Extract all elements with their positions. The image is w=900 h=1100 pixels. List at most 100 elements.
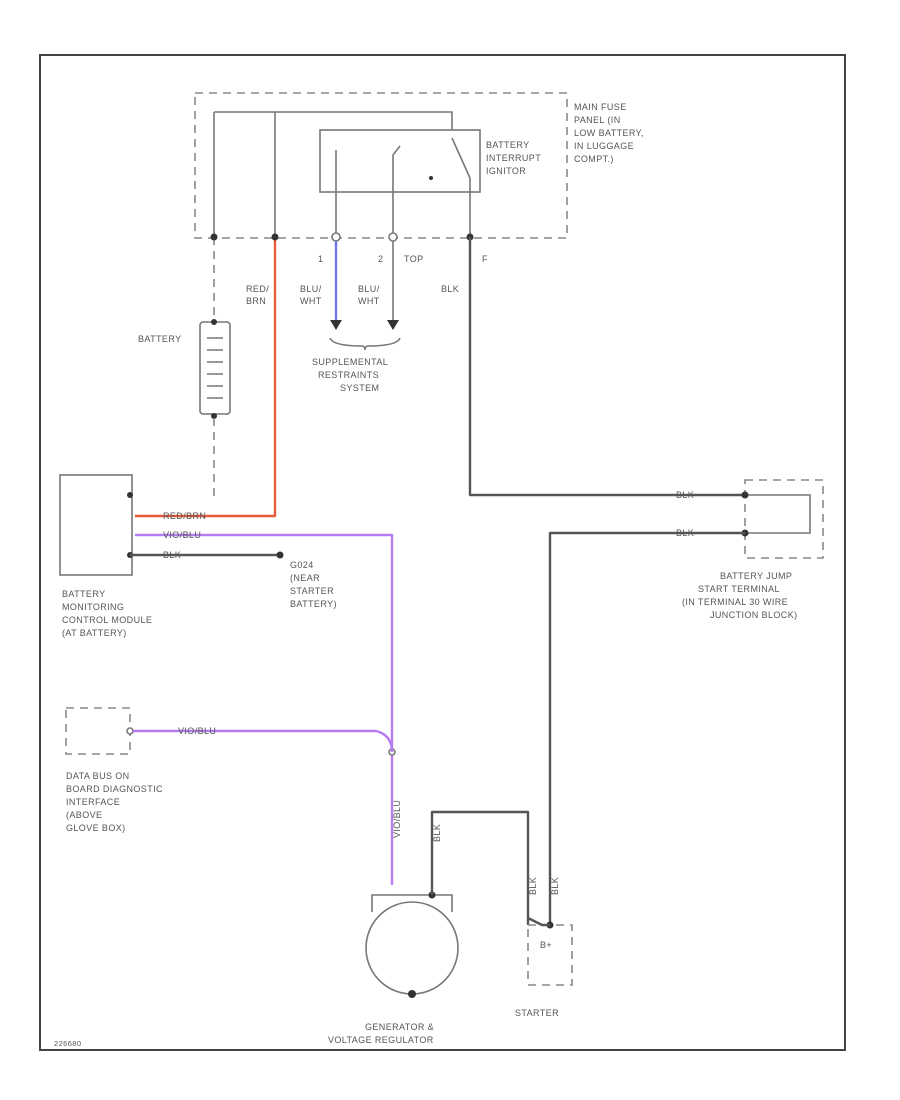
srs-terminal-1 [330, 320, 342, 330]
generator-ground-point [408, 990, 416, 998]
ground-g024-label: G024 (NEAR STARTER BATTERY) [290, 560, 337, 609]
svg-text:DATA BUS ON: DATA BUS ON [66, 771, 130, 781]
blk-wire-fuse-to-jump [468, 237, 745, 497]
blk-wire-jump-to-starter [548, 531, 745, 925]
ignitor-point [429, 176, 433, 180]
ignitor-contact-2 [392, 145, 401, 192]
pin-2-label: 2 [378, 254, 383, 264]
svg-text:BATTERY: BATTERY [62, 589, 105, 599]
starter-b-plus-label: B+ [540, 940, 552, 950]
red-brn-wire-label: RED/ BRN [246, 284, 269, 306]
svg-text:IGNITOR: IGNITOR [486, 166, 526, 176]
pin-f-label: F [482, 254, 488, 264]
fuse-panel-node-red [271, 233, 279, 241]
starter-join [527, 916, 550, 927]
vio-blu-bmc-label: VIO/BLU [163, 530, 201, 540]
srs-bracket [329, 337, 401, 351]
svg-text:VOLTAGE REGULATOR: VOLTAGE REGULATOR [328, 1035, 434, 1045]
starter-blk-label-1: BLK [528, 877, 538, 895]
srs-terminal-2 [387, 320, 399, 330]
diagram-frame [39, 54, 846, 1051]
svg-text:BRN: BRN [246, 296, 266, 306]
ignitor-switch [451, 137, 471, 237]
blu-wht-label-2: BLU/ WHT [358, 284, 380, 306]
connector-pin-2 [388, 232, 398, 242]
battery-interrupt-ignitor [319, 129, 481, 193]
svg-text:MONITORING: MONITORING [62, 602, 124, 612]
starter-blk-label-2: BLK [550, 877, 560, 895]
svg-text:CONTROL MODULE: CONTROL MODULE [62, 615, 152, 625]
battery-label: BATTERY [138, 334, 181, 344]
bmc-label: BATTERY MONITORING CONTROL MODULE (AT BA… [62, 589, 152, 638]
diagram-id: 226680 [54, 1039, 81, 1048]
vio-blu-wire-obd [133, 729, 394, 753]
svg-text:INTERFACE: INTERFACE [66, 797, 120, 807]
main-fuse-panel-label: MAIN FUSE PANEL (IN LOW BATTERY, IN LUGG… [574, 102, 644, 164]
svg-text:BOARD DIAGNOSTIC: BOARD DIAGNOSTIC [66, 784, 163, 794]
svg-text:COMPT.): COMPT.) [574, 154, 614, 164]
srs-label: SUPPLEMENTAL RESTRAINTS SYSTEM [312, 357, 388, 393]
vio-blu-wire-main [135, 533, 394, 885]
bmc-pin-top [127, 492, 133, 498]
blk-fuse-wire-label: BLK [441, 284, 459, 294]
svg-text:SUPPLEMENTAL: SUPPLEMENTAL [312, 357, 388, 367]
svg-text:(NEAR: (NEAR [290, 573, 320, 583]
red-brn-wire [135, 237, 277, 518]
blk-bmc-label: BLK [163, 550, 181, 560]
svg-text:BLU/: BLU/ [300, 284, 322, 294]
blu-wht-label-1: BLU/ WHT [300, 284, 322, 306]
battery-jump-start-label: BATTERY JUMP START TERMINAL (IN TERMINAL… [682, 571, 798, 620]
starter-box [527, 924, 573, 986]
svg-text:START TERMINAL: START TERMINAL [698, 584, 780, 594]
fuse-panel-node-battery [210, 233, 218, 241]
blk-jump-label-1: BLK [676, 490, 694, 500]
vio-blu-vertical-label: VIO/BLU [392, 800, 402, 838]
obd-pin [126, 727, 134, 735]
svg-text:GLOVE BOX): GLOVE BOX) [66, 823, 126, 833]
main-fuse-panel-box [194, 92, 568, 239]
svg-text:STARTER: STARTER [290, 586, 334, 596]
ground-g024-node [276, 551, 284, 559]
svg-text:WHT: WHT [358, 296, 380, 306]
svg-text:BATTERY: BATTERY [486, 140, 529, 150]
battery-monitoring-control-module [59, 474, 133, 576]
generator-voltage-regulator [365, 901, 459, 995]
red-brn-bmc-label: RED/BRN [163, 511, 206, 521]
battery-interrupt-ignitor-label: BATTERY INTERRUPT IGNITOR [486, 140, 541, 176]
svg-text:SYSTEM: SYSTEM [340, 383, 379, 393]
blk-generator-label: BLK [432, 824, 442, 842]
svg-text:MAIN FUSE: MAIN FUSE [574, 102, 627, 112]
obd-label: DATA BUS ON BOARD DIAGNOSTIC INTERFACE (… [66, 771, 163, 833]
battery-bottom-terminal [211, 413, 217, 419]
svg-text:BLU/: BLU/ [358, 284, 380, 294]
svg-text:LOW BATTERY,: LOW BATTERY, [574, 128, 644, 138]
generator-label: GENERATOR & VOLTAGE REGULATOR [328, 1022, 434, 1045]
svg-text:GENERATOR &: GENERATOR & [365, 1022, 434, 1032]
pin-1-label: 1 [318, 254, 323, 264]
svg-text:BATTERY): BATTERY) [290, 599, 337, 609]
battery-top-terminal [211, 319, 217, 325]
svg-text:RED/: RED/ [246, 284, 269, 294]
starter-label: STARTER [515, 1008, 559, 1018]
svg-text:(AT BATTERY): (AT BATTERY) [62, 628, 127, 638]
obd-wire-label: VIO/BLU [178, 726, 216, 736]
battery-cells [207, 337, 223, 399]
jump-terminal-link [745, 494, 811, 534]
battery-jump-start-terminal [744, 479, 824, 559]
svg-text:IN LUGGAGE: IN LUGGAGE [574, 141, 634, 151]
fuse-panel-bus-bar [214, 111, 453, 136]
svg-text:G024: G024 [290, 560, 314, 570]
svg-text:WHT: WHT [300, 296, 322, 306]
connector-pin-1 [331, 232, 341, 242]
svg-text:(IN TERMINAL 30 WIRE: (IN TERMINAL 30 WIRE [682, 597, 788, 607]
svg-text:PANEL (IN: PANEL (IN [574, 115, 621, 125]
battery-symbol [199, 321, 231, 415]
top-label: TOP [404, 254, 424, 264]
generator-top-bracket [371, 894, 453, 912]
svg-text:JUNCTION BLOCK): JUNCTION BLOCK) [710, 610, 798, 620]
blk-wire-generator-to-starter [430, 810, 530, 925]
jump-terminal-pin-1 [741, 491, 749, 499]
svg-text:INTERRUPT: INTERRUPT [486, 153, 541, 163]
svg-text:(ABOVE: (ABOVE [66, 810, 102, 820]
